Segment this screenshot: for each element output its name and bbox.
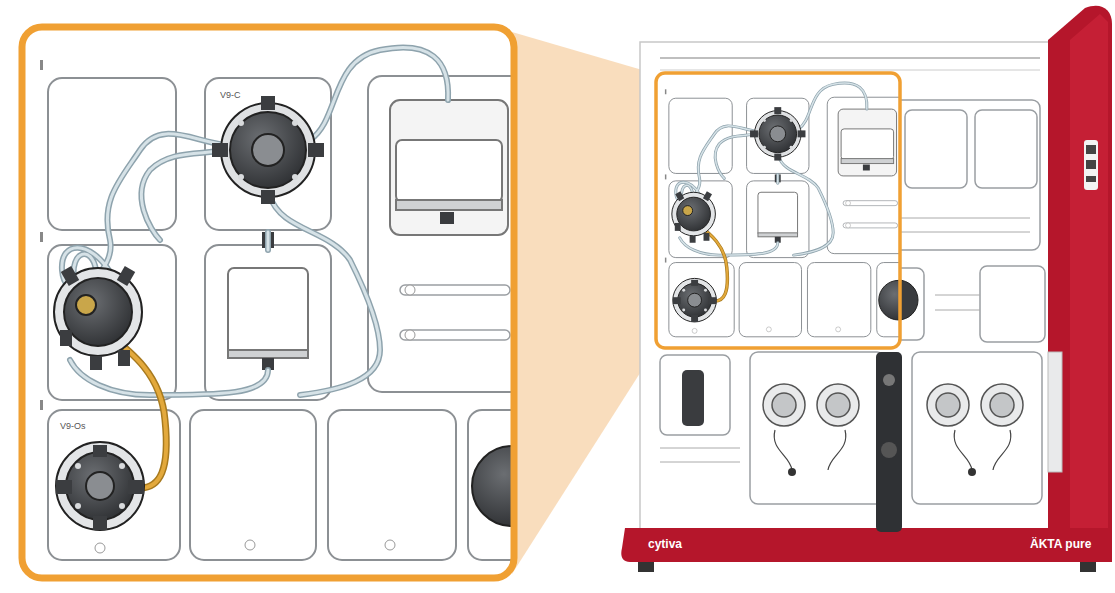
product-name: ÄKTA pure (1030, 538, 1091, 550)
instrument-body (621, 6, 1112, 572)
zoom-wedge (512, 32, 656, 574)
zoom-frame (22, 27, 514, 578)
zoom-view (24, 29, 512, 576)
highlight-frame (656, 73, 900, 348)
valve-label: V9-C (220, 91, 241, 100)
instrument-detail (657, 74, 899, 345)
valve-label: V9-Os (60, 422, 86, 431)
brand-logo: cytiva (648, 538, 682, 550)
